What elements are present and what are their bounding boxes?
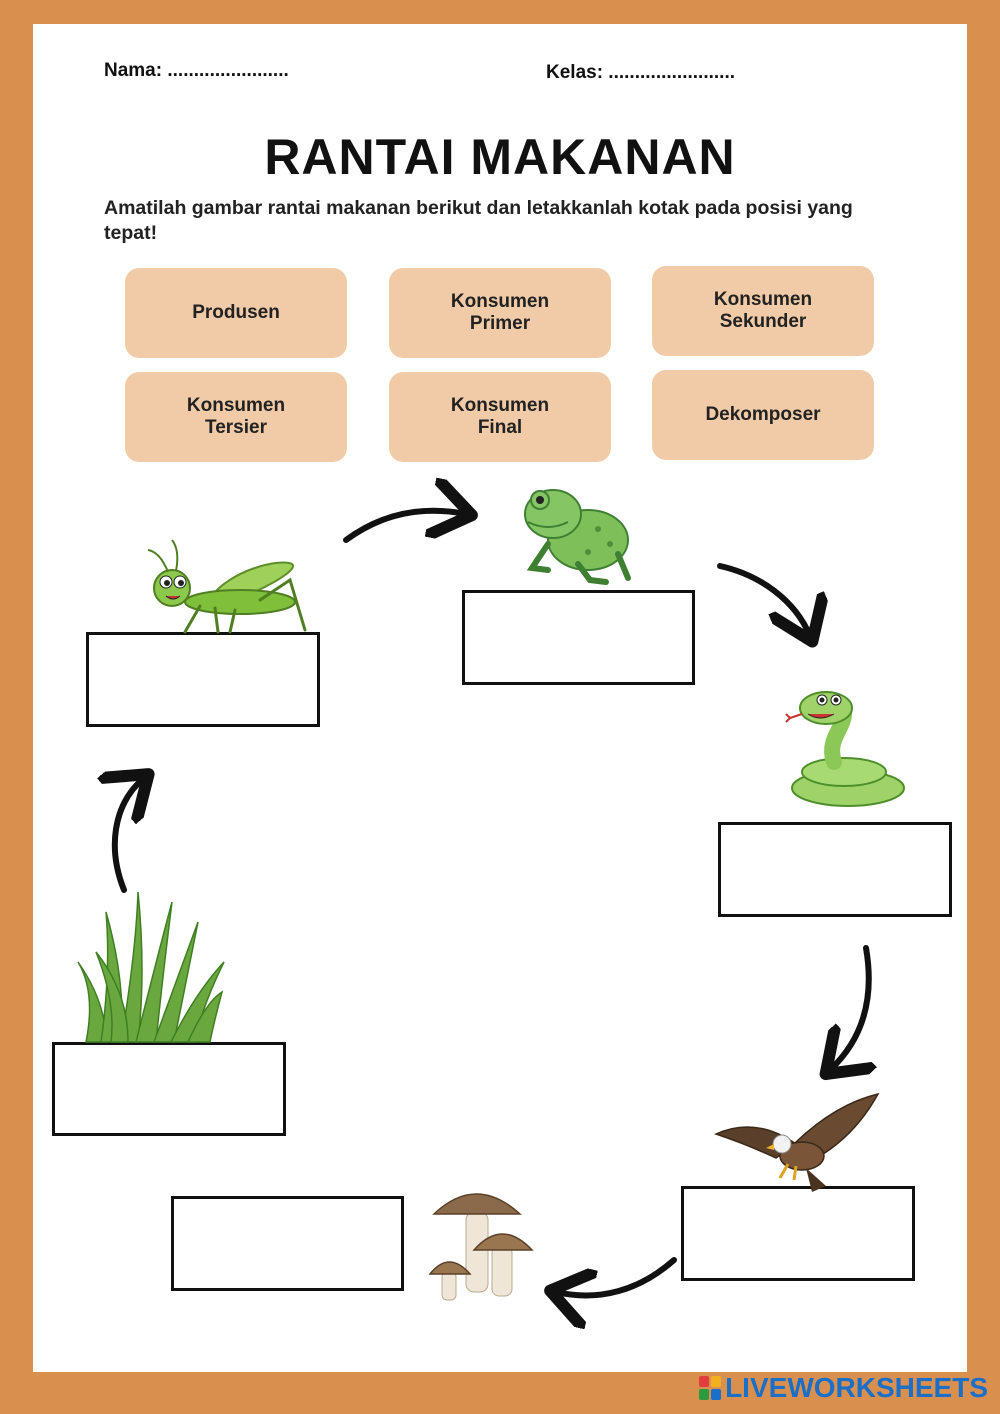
arrow-snake-to-eagle — [830, 948, 869, 1070]
liveworksheets-logo-icon — [699, 1376, 721, 1400]
frog-icon — [518, 484, 636, 586]
grass-icon — [76, 892, 226, 1044]
liveworksheets-logo: LIVEWORKSHEETS — [699, 1372, 988, 1404]
brand-text: LIVEWORKSHEETS — [725, 1372, 988, 1404]
mushroom-icon — [428, 1184, 538, 1302]
arrow-grasshopper-to-frog — [346, 511, 466, 540]
grasshopper-icon — [140, 540, 320, 635]
snake-icon — [786, 688, 910, 812]
arrow-eagle-to-mushroom — [556, 1260, 674, 1295]
eagle-icon — [716, 1094, 880, 1194]
arrow-frog-to-snake — [720, 566, 810, 636]
arrow-grass-to-grasshopper — [115, 778, 144, 890]
